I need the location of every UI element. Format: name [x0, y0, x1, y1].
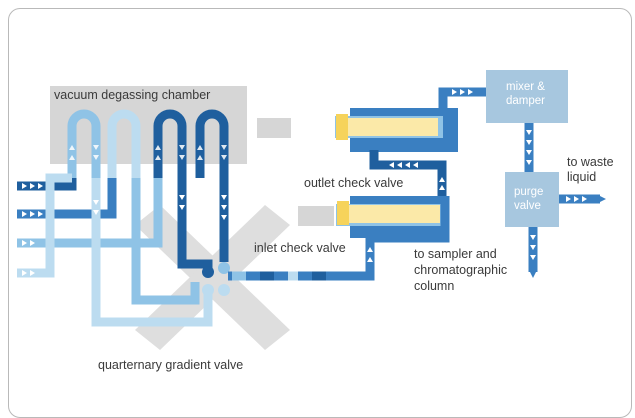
vacuum-chamber-label: vacuum degassing chamber	[54, 88, 210, 102]
waste-arrowhead	[598, 195, 606, 203]
mixer-label-line1: mixer &	[506, 81, 545, 93]
to-waste-label-line1: to waste	[567, 155, 614, 169]
quaternary-valve-label: quarternary gradient valve	[98, 358, 243, 372]
outlet-check-valve-label: outlet check valve	[304, 176, 403, 190]
inlet-pump	[298, 196, 450, 245]
sampler-arrows	[530, 235, 536, 260]
to-waste-label-line2: liquid	[567, 170, 596, 184]
purge-label-line2: valve	[514, 200, 541, 212]
purge-label-line1: purge	[514, 186, 543, 198]
purge-valve-box	[505, 172, 559, 227]
vacuum-chamber-box	[50, 86, 247, 164]
pump-arrows	[367, 89, 473, 262]
mixer-damper-box	[486, 70, 568, 123]
inlet-check-valve-label: inlet check valve	[254, 241, 346, 255]
feed-arrows	[93, 195, 227, 220]
mixed-line-segments	[232, 271, 326, 281]
sampler-label-line3: column	[414, 279, 454, 293]
mixer-label-line2: damper	[506, 95, 545, 107]
mixed-line	[228, 245, 375, 281]
degasser-tubes	[67, 109, 229, 178]
sampler-label-line2: chromatographic	[414, 263, 507, 277]
mixer-purge-arrows	[526, 130, 532, 165]
degasser-arrows	[69, 145, 227, 160]
sampler-arrowhead	[529, 270, 537, 278]
quaternary-valve-shape	[135, 205, 290, 350]
valve-ports	[202, 262, 230, 296]
waste-arrows	[566, 196, 587, 202]
inlet-arrows	[22, 183, 43, 276]
sampler-label-line1: to sampler and	[414, 247, 497, 261]
